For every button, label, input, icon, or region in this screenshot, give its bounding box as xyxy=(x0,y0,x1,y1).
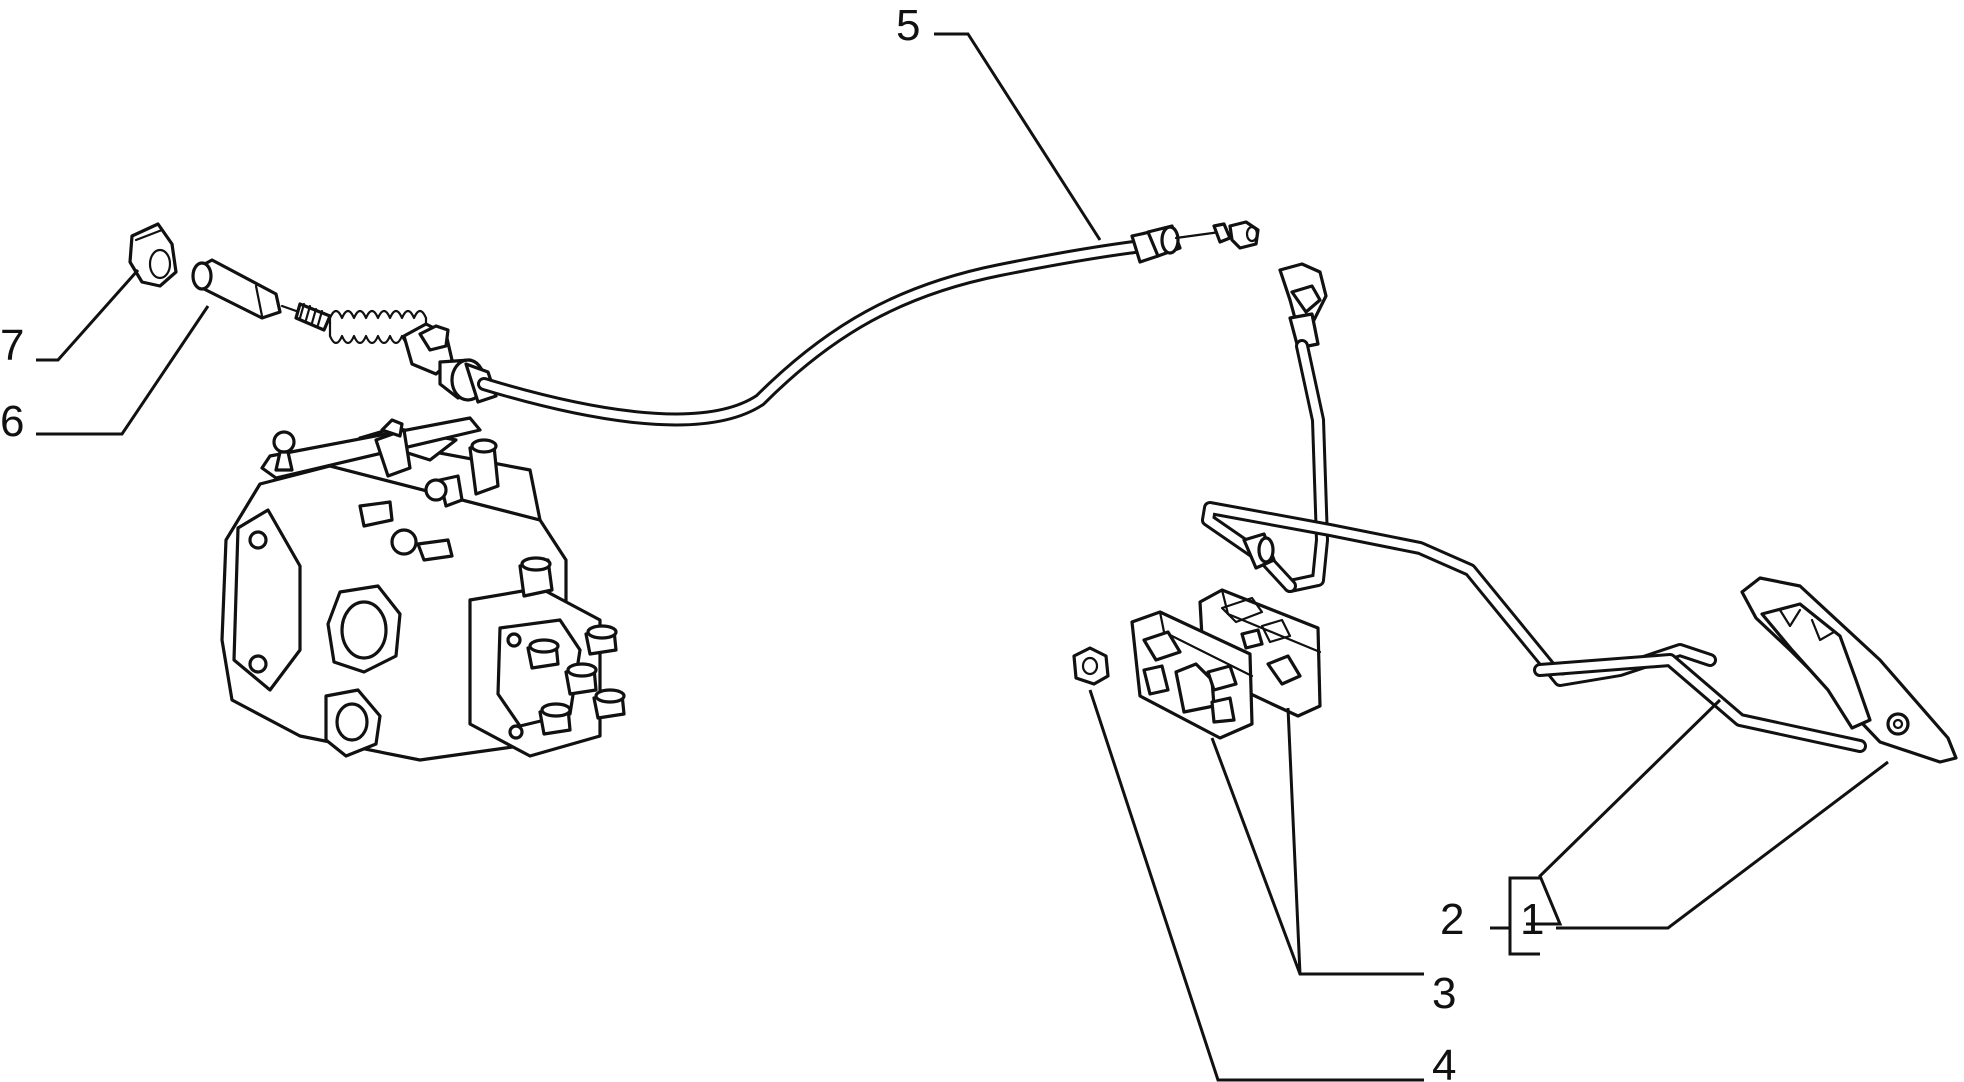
leader-7 xyxy=(36,269,140,362)
bracket-1-2 xyxy=(1508,876,1540,956)
accelerator-pedal-rod xyxy=(1201,262,1867,753)
leader-6 xyxy=(36,305,210,436)
cable-far-ferrule xyxy=(1130,220,1260,264)
leader-3 xyxy=(1210,707,1424,976)
leader-1-rod xyxy=(1526,698,1722,926)
callout-3: 3 xyxy=(1432,969,1456,1018)
leader-1-pad xyxy=(1556,760,1889,930)
part-5-throttle-cable xyxy=(280,220,1260,427)
leader-5 xyxy=(934,32,1102,241)
leader-lines xyxy=(36,32,1889,1082)
part-6-cable-sleeve xyxy=(191,258,282,320)
injection-pump-assembly xyxy=(220,416,626,762)
callout-6: 6 xyxy=(0,397,24,446)
callout-1: 1 xyxy=(1520,895,1544,944)
callout-2: 2 xyxy=(1440,895,1464,944)
pump-delivery-fittings xyxy=(526,624,626,736)
part-7-cable-end-cap xyxy=(128,222,178,288)
pump-control-lever xyxy=(260,416,500,508)
leader-4 xyxy=(1088,689,1424,1082)
cable-adjuster xyxy=(402,322,498,404)
callout-7: 7 xyxy=(0,321,24,370)
cable-thread-end xyxy=(294,302,332,332)
callout-4: 4 xyxy=(1432,1041,1456,1082)
callout-labels: 5 7 6 2 1 3 4 xyxy=(0,1,1544,1082)
part-4-nut xyxy=(1072,646,1110,686)
accelerator-pedal-pad xyxy=(1740,576,1958,764)
part-3-pedal-bracket-pads xyxy=(1130,588,1322,740)
callout-5: 5 xyxy=(896,1,920,50)
